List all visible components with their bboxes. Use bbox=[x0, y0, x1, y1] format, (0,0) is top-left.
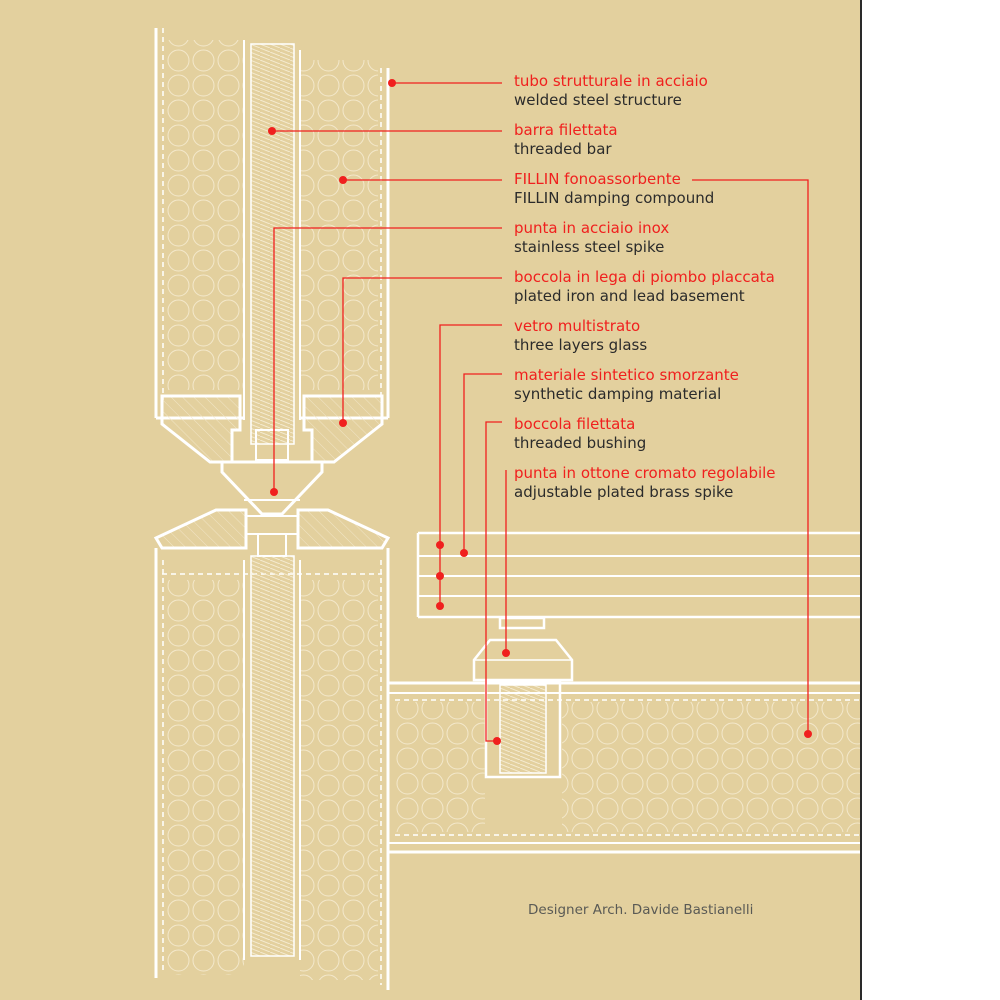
label-fillin: FILLIN fonoassorbente FILLIN damping com… bbox=[514, 170, 714, 208]
adjustable-spike bbox=[472, 616, 574, 779]
leader-stainless-spike bbox=[273, 227, 502, 492]
label-en: stainless steel spike bbox=[514, 238, 665, 256]
diagram-panel bbox=[0, 0, 860, 1000]
leader-bushing bbox=[485, 421, 502, 742]
lower-basement bbox=[153, 508, 391, 557]
leader-lead-basement bbox=[342, 277, 502, 423]
label-it: tubo strutturale in acciaio bbox=[514, 72, 708, 90]
designer-credit: Designer Arch. Davide Bastianelli bbox=[528, 902, 754, 918]
label-it: FILLIN fonoassorbente bbox=[514, 170, 681, 188]
label-en: adjustable plated brass spike bbox=[514, 483, 734, 501]
leader-glass bbox=[439, 324, 502, 606]
label-it: boccola filettata bbox=[514, 415, 636, 433]
label-it: punta in acciaio inox bbox=[514, 219, 670, 237]
label-bushing: boccola filettata threaded bushing bbox=[514, 415, 646, 453]
label-brass-spike: punta in ottone cromato regolabile adjus… bbox=[514, 464, 776, 502]
label-en: welded steel structure bbox=[514, 91, 682, 109]
label-glass: vetro multistrato three layers glass bbox=[514, 317, 647, 355]
leader-synthetic bbox=[463, 373, 502, 553]
label-en: threaded bar bbox=[514, 140, 612, 158]
frame-border bbox=[860, 0, 862, 1000]
label-threaded-bar: barra filettata threaded bar bbox=[514, 121, 618, 159]
label-it: boccola in lega di piombo placcata bbox=[514, 268, 775, 286]
label-en: plated iron and lead basement bbox=[514, 287, 745, 305]
upper-basement bbox=[160, 394, 384, 516]
lower-column bbox=[154, 548, 390, 990]
leader-lines bbox=[272, 82, 809, 742]
label-lead-basement: boccola in lega di piombo placcata plate… bbox=[514, 268, 775, 306]
label-en: three layers glass bbox=[514, 336, 648, 354]
base-plinth bbox=[388, 681, 860, 854]
leader-dots bbox=[268, 79, 812, 745]
label-en: FILLIN damping compound bbox=[514, 189, 715, 207]
label-en: threaded bushing bbox=[514, 434, 647, 452]
label-it: vetro multistrato bbox=[514, 317, 641, 335]
label-en: synthetic damping material bbox=[514, 385, 722, 403]
leader-fillin-base bbox=[692, 179, 809, 734]
glass-shelf bbox=[416, 531, 860, 619]
label-stainless-spike: punta in acciaio inox stainless steel sp… bbox=[514, 219, 669, 257]
label-it: barra filettata bbox=[514, 121, 618, 139]
label-it: punta in ottone cromato regolabile bbox=[514, 464, 776, 482]
label-welded-steel: tubo strutturale in acciaio welded steel… bbox=[514, 72, 708, 110]
label-it: materiale sintetico smorzante bbox=[514, 366, 739, 384]
label-synthetic: materiale sintetico smorzante synthetic … bbox=[514, 366, 739, 404]
upper-column bbox=[154, 28, 390, 445]
